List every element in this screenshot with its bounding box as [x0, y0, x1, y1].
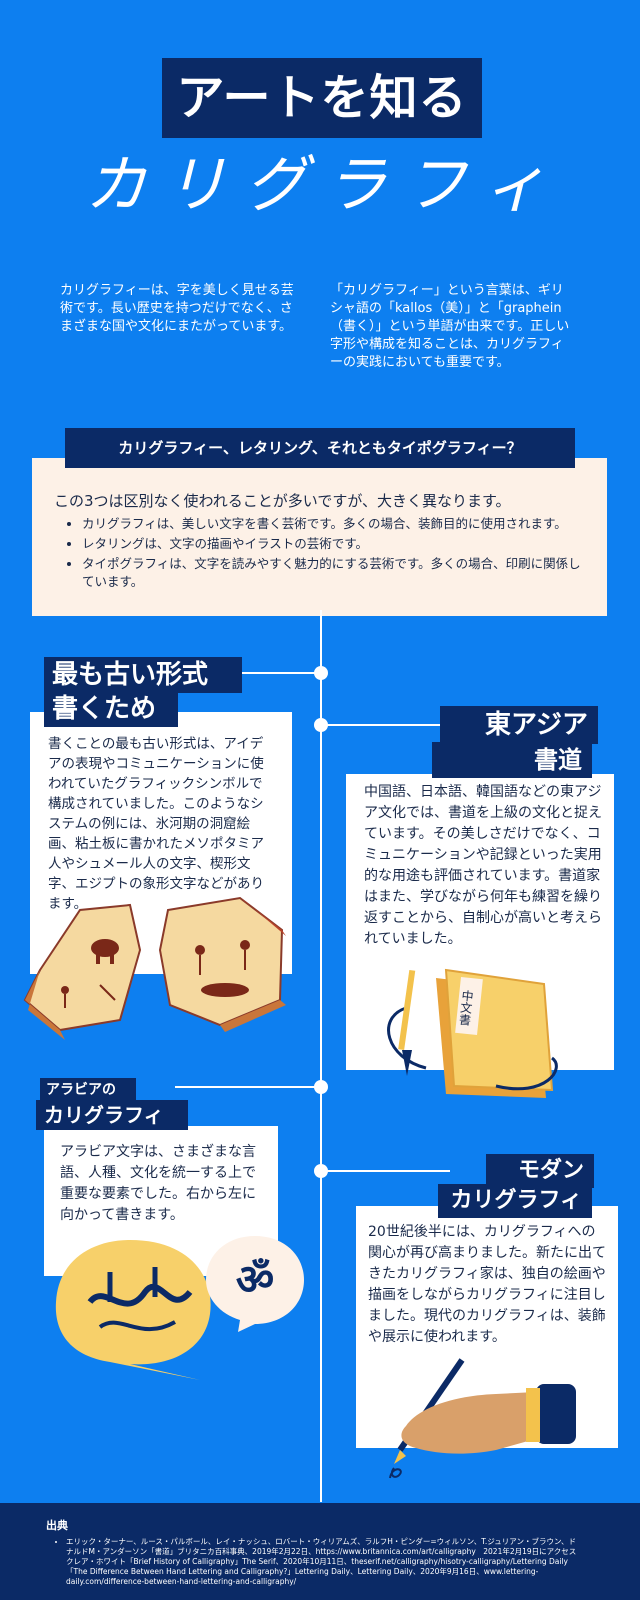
modern-title-line2: カリグラフィ — [438, 1184, 592, 1218]
list-item: レタリングは、文字の描画やイラストの芸術です。 — [82, 535, 587, 553]
arabic-body: アラビア文字は、さまざまな言語、人種、文化を統一する上で重要な要素でした。右から… — [60, 1144, 256, 1223]
timeline-connector — [175, 1086, 320, 1088]
page-title: アートを知る — [162, 58, 482, 138]
list-item: タイポグラフィは、文字を読みやすく魅力的にする芸術です。多くの場合、印刷に関係し… — [82, 555, 587, 591]
om-symbol-bubble: ॐ — [206, 1236, 304, 1332]
timeline-dot — [314, 1080, 328, 1094]
source-item: エリック・ターナー、ルース・パルボール、レイ・ナッシュ、ロバート・ウィリアムズ、… — [66, 1537, 580, 1587]
arabic-title-line2: カリグラフィ — [36, 1100, 188, 1130]
intro-right-text: 「カリグラフィー」という言葉は、ギリシャ語の「kallos（美）」と「graph… — [330, 283, 570, 370]
compare-lead: この3つは区別なく使われることが多いですが、大きく異なります。 — [54, 492, 511, 510]
oldest-body: 書くことの最も古い形式は、アイデアの表現やコミュニケーションに使われていたグラフ… — [48, 736, 264, 912]
arabic-calligraphy-bubble — [55, 1240, 211, 1380]
timeline-connector — [320, 1170, 450, 1172]
footer-heading: 出典 — [46, 1519, 68, 1532]
timeline-connector — [320, 724, 450, 726]
page-subtitle: カリグラフィ — [84, 148, 564, 221]
intro-left-text: カリグラフィーは、字を美しく見せる芸術です。長い歴史を持つだけでなく、さまざまな… — [60, 283, 294, 334]
compare-card: この3つは区別なく使われることが多いですが、大きく異なります。 カリグラフィは、… — [32, 458, 607, 616]
om-icon: ॐ — [236, 1255, 274, 1304]
footer: 出典 エリック・ターナー、ルース・パルボール、レイ・ナッシュ、ロバート・ウィリア… — [0, 1503, 640, 1600]
timeline-line — [320, 610, 322, 1502]
arabic-title-line1: アラビアの — [40, 1078, 136, 1102]
hand-pen-illustration — [389, 1358, 576, 1479]
timeline-connector — [237, 672, 320, 674]
modern-body: 20世紀後半には、カリグラフィへの関心が再び高まりました。新たに出てきたカリグラ… — [368, 1224, 606, 1345]
books-brush-illustration: 中文書 — [387, 968, 558, 1098]
book-label: 中文書 — [457, 988, 475, 1027]
compare-list: カリグラフィは、美しい文字を書く芸術です。多くの場合、装飾目的に使用されます。 … — [70, 515, 587, 591]
list-item: カリグラフィは、美しい文字を書く芸術です。多くの場合、装飾目的に使用されます。 — [82, 515, 587, 533]
sources-list: エリック・ターナー、ルース・パルボール、レイ・ナッシュ、ロバート・ウィリアムズ、… — [60, 1537, 580, 1587]
oldest-title-line2: 書くため — [44, 691, 178, 727]
oldest-title-line1: 最も古い形式 — [44, 657, 242, 693]
modern-title-line1: モダン — [486, 1154, 594, 1188]
east-asia-body: 中国語、日本語、韓国語などの東アジア文化では、書道を上級の文化と捉えています。そ… — [364, 784, 602, 947]
east-asia-title-line1: 東アジア — [440, 706, 598, 744]
east-asia-title-line2: 書道 — [432, 742, 592, 778]
clay-tablets-illustration — [23, 896, 286, 1040]
timeline-dot — [314, 1164, 328, 1178]
timeline-dot — [314, 718, 328, 732]
compare-heading: カリグラフィー、レタリング、それともタイポグラフィー？ — [65, 428, 575, 468]
timeline-dot — [314, 666, 328, 680]
